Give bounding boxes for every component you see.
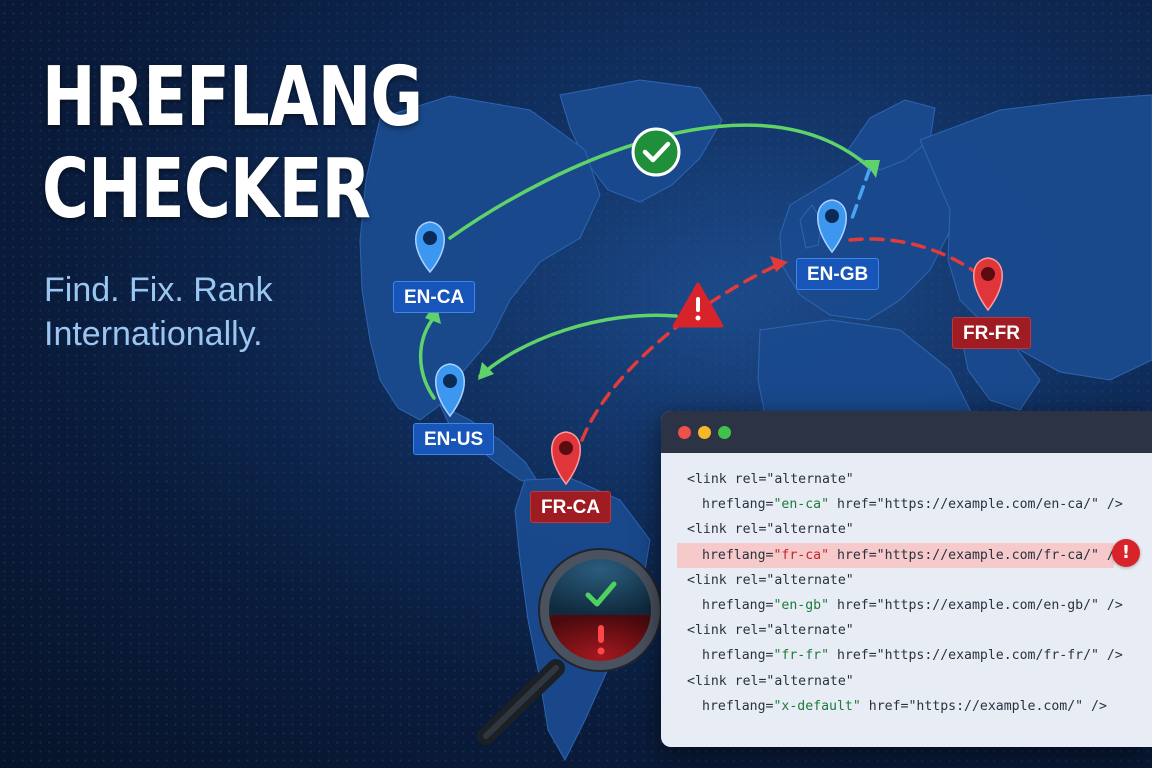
location-label-en-us: EN-US <box>413 423 495 455</box>
code-window: <link rel="alternate" hreflang="en-ca" h… <box>661 411 1152 747</box>
map-pin-icon <box>551 431 581 486</box>
arrow-en-gb-to-fr-fr <box>848 237 980 276</box>
location-label-fr-ca: FR-CA <box>530 491 612 523</box>
code-attr: hreflang= <box>702 547 774 563</box>
warning-triangle-icon <box>672 282 724 328</box>
code-line: <link rel="alternate" <box>661 517 1152 542</box>
checkmark-icon <box>585 581 617 607</box>
code-line: hreflang="fr-fr" href="https://example.c… <box>661 643 1152 668</box>
arrowhead-en-gb-red <box>770 256 788 272</box>
code-line-error: hreflang="fr-ca" href="https://example.c… <box>677 542 1115 568</box>
code-line: hreflang="x-default" href="https://examp… <box>661 694 1152 719</box>
code-hreflang-value: "en-ca" <box>773 497 830 513</box>
arrowhead-en-gb <box>864 160 880 178</box>
tagline-line-2: Internationally. <box>44 315 263 353</box>
maximize-window-button[interactable] <box>718 426 731 439</box>
map-pin-icon <box>435 363 465 418</box>
close-window-button[interactable] <box>678 426 691 439</box>
code-snippet: <link rel="alternate" hreflang="en-ca" h… <box>661 467 1152 719</box>
arrowhead-en-us <box>478 362 494 380</box>
title-line-1: HREFLANG <box>42 50 423 145</box>
code-line: <link rel="alternate" <box>661 669 1152 694</box>
code-line: <link rel="alternate" <box>661 618 1152 643</box>
code-tag: <link rel="alternate" <box>687 522 854 538</box>
map-pin-icon <box>817 199 847 254</box>
error-icon <box>598 625 604 643</box>
window-titlebar <box>661 411 1152 453</box>
magnifying-glass-icon <box>477 548 662 745</box>
location-label-fr-fr: FR-FR <box>952 317 1031 349</box>
arrow-en-gb-to-en-us <box>478 313 678 378</box>
code-attr: hreflang= <box>702 597 774 613</box>
code-href: href="https://example.com/" /> <box>860 698 1107 714</box>
arrow-en-us-to-en-ca <box>418 318 436 400</box>
code-line: hreflang="en-ca" href="https://example.c… <box>661 492 1152 517</box>
tagline: Find. Fix. Rank Internationally. <box>44 268 273 356</box>
code-tag: <link rel="alternate" <box>687 472 854 487</box>
location-label-en-gb: EN-GB <box>796 258 880 290</box>
code-tag: <link rel="alternate" <box>687 572 854 588</box>
code-line: <link rel="alternate" <box>661 467 1152 492</box>
code-attr: hreflang= <box>702 648 774 664</box>
minimize-window-button[interactable] <box>698 426 711 439</box>
code-href: href="https://example.com/en-ca/" /> <box>829 497 1123 513</box>
map-pin-icon <box>415 221 445 274</box>
title-line-2: CHECKER <box>42 142 371 237</box>
code-href: href="https://example.com/fr-ca/" / <box>829 547 1115 563</box>
code-href: href="https://example.com/fr-fr/" /> <box>829 648 1123 664</box>
code-attr: hreflang= <box>702 497 774 513</box>
code-href: href="https://example.com/en-gb/" /> <box>829 597 1123 613</box>
code-line: <link rel="alternate" <box>661 568 1152 593</box>
code-hreflang-value: "fr-ca" <box>773 547 830 563</box>
checkmark-icon <box>631 127 681 177</box>
code-hreflang-value: "en-gb" <box>773 597 830 613</box>
code-attr: hreflang= <box>702 698 774 714</box>
code-tag: <link rel="alternate" <box>687 623 854 639</box>
code-line: hreflang="en-gb" href="https://example.c… <box>661 593 1152 618</box>
tagline-line-1: Find. Fix. Rank <box>44 271 273 309</box>
page-title: HREFLANG CHECKER <box>42 50 423 237</box>
code-hreflang-value: "fr-fr" <box>773 648 830 664</box>
code-tag: <link rel="alternate" <box>687 673 854 689</box>
map-pin-icon <box>973 257 1003 312</box>
location-label-en-ca: EN-CA <box>393 281 476 313</box>
code-hreflang-value: "x-default" <box>773 698 861 714</box>
arrow-fr-ca-to-en-gb <box>580 262 782 442</box>
arrow-dashed-blue <box>848 166 872 226</box>
error-icon: ! <box>1112 539 1140 567</box>
